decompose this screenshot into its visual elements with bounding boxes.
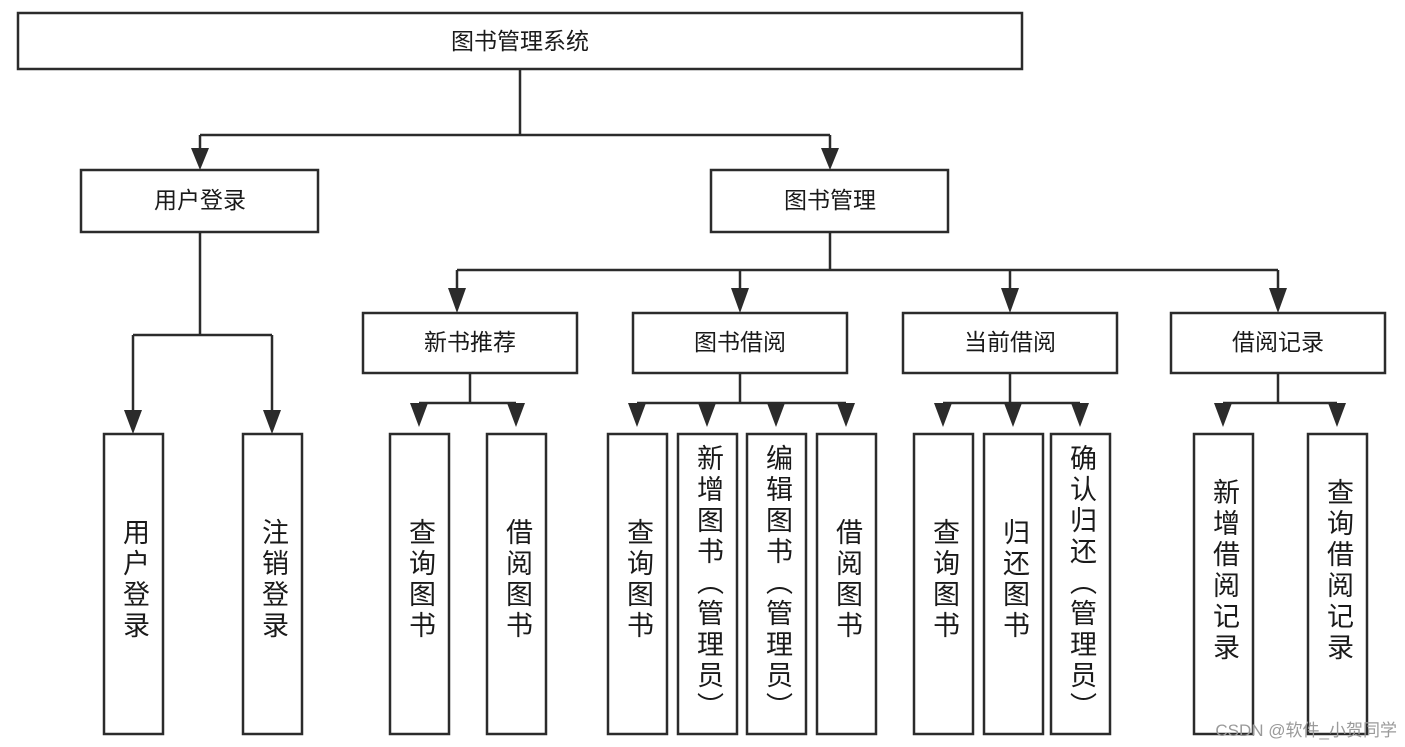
leaf-box-query-book-3[interactable]	[912, 432, 975, 736]
connector-borrowrecord-to-leaves	[1214, 373, 1346, 427]
arrow-head-icon	[191, 148, 209, 170]
leaf-box-return-book[interactable]	[982, 432, 1045, 736]
arrow-head-icon	[410, 403, 428, 427]
arrow-head-icon	[767, 403, 785, 427]
node-book-manage-box[interactable]	[709, 168, 950, 234]
connector-root-to-level2	[191, 69, 839, 170]
arrow-head-icon	[1269, 288, 1287, 313]
leaf-box-query-book-2[interactable]	[606, 432, 669, 736]
leaf-boxes	[102, 432, 1369, 736]
node-book-borrow-label: 图书借阅	[694, 329, 786, 355]
arrow-head-icon	[628, 403, 646, 427]
connector-bookmanage-to-level3	[448, 232, 1287, 313]
node-current-borrow-label: 当前借阅	[964, 329, 1056, 355]
csdn-watermark: CSDN @软件_小贺同学	[1215, 721, 1397, 740]
arrow-head-icon	[731, 288, 749, 313]
connector-currentborrow-to-leaves	[934, 373, 1089, 427]
node-new-book-rec[interactable]: 新书推荐	[361, 311, 579, 375]
arrow-head-icon	[124, 410, 142, 434]
arrow-head-icon	[263, 410, 281, 434]
node-book-manage[interactable]: 图书管理	[709, 168, 950, 234]
node-book-borrow[interactable]: 图书借阅	[631, 311, 849, 375]
arrow-head-icon	[837, 403, 855, 427]
leaf-box-add-book[interactable]	[676, 432, 739, 736]
connector-userlogin-to-leaves	[124, 232, 281, 434]
arrow-head-icon	[934, 403, 952, 427]
node-borrow-record[interactable]: 借阅记录	[1169, 311, 1387, 375]
arrow-head-icon	[1214, 403, 1232, 427]
leaf-box-borrow-book-1[interactable]	[485, 432, 548, 736]
leaf-box-logout[interactable]	[241, 432, 304, 736]
arrow-head-icon	[1004, 403, 1022, 427]
node-user-login-box[interactable]	[79, 168, 320, 234]
node-current-borrow[interactable]: 当前借阅	[901, 311, 1119, 375]
node-current-borrow-box[interactable]	[901, 311, 1119, 375]
node-root-label: 图书管理系统	[451, 28, 589, 54]
node-user-login[interactable]: 用户登录	[79, 168, 320, 234]
arrow-head-icon	[698, 403, 716, 427]
arrow-head-icon	[1328, 403, 1346, 427]
node-borrow-record-box[interactable]	[1169, 311, 1387, 375]
arrow-head-icon	[1071, 403, 1089, 427]
connector-bookborrow-to-leaves	[628, 373, 855, 427]
leaf-box-query-record[interactable]	[1306, 432, 1369, 736]
node-root[interactable]: 图书管理系统	[16, 11, 1024, 71]
node-book-manage-label: 图书管理	[784, 187, 876, 213]
arrow-head-icon	[507, 403, 525, 427]
leaf-box-edit-book[interactable]	[745, 432, 808, 736]
node-new-book-rec-label: 新书推荐	[424, 329, 516, 355]
leaf-box-confirm-return[interactable]	[1049, 432, 1112, 736]
leaf-box-user-login[interactable]	[102, 432, 165, 736]
node-borrow-record-label: 借阅记录	[1232, 329, 1324, 355]
connector-newbook-to-leaves	[410, 373, 525, 427]
node-user-login-label: 用户登录	[154, 187, 246, 213]
node-root-box[interactable]	[16, 11, 1024, 71]
node-book-borrow-box[interactable]	[631, 311, 849, 375]
leaf-box-borrow-book-2[interactable]	[815, 432, 878, 736]
arrow-head-icon	[821, 148, 839, 170]
node-new-book-rec-box[interactable]	[361, 311, 579, 375]
leaf-box-add-record[interactable]	[1192, 432, 1255, 736]
arrow-head-icon	[1001, 288, 1019, 313]
arrow-head-icon	[448, 288, 466, 313]
leaf-box-query-book-1[interactable]	[388, 432, 451, 736]
